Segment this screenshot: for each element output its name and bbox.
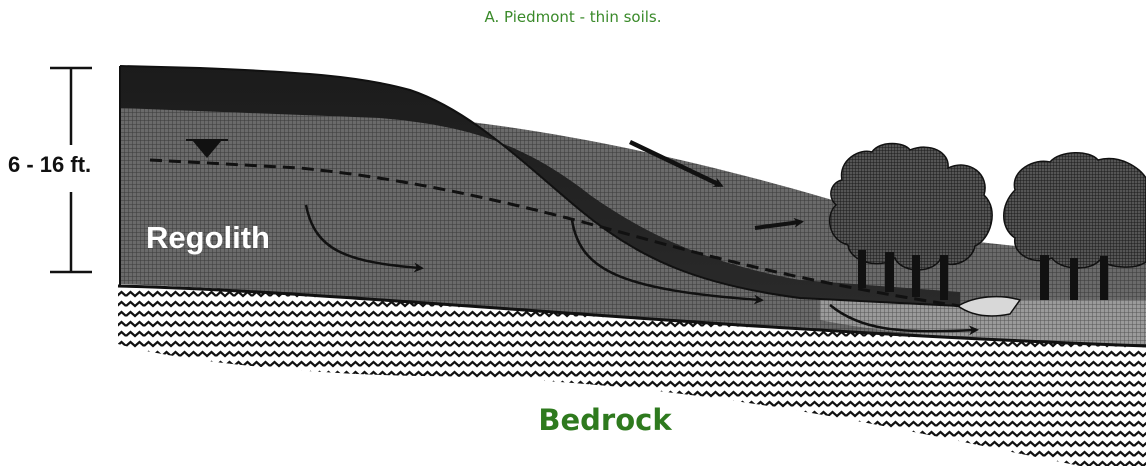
regolith-label: Regolith [146, 220, 270, 255]
bedrock-label: Bedrock [538, 403, 672, 437]
thickness-label: 6 - 16 ft. [8, 152, 91, 177]
